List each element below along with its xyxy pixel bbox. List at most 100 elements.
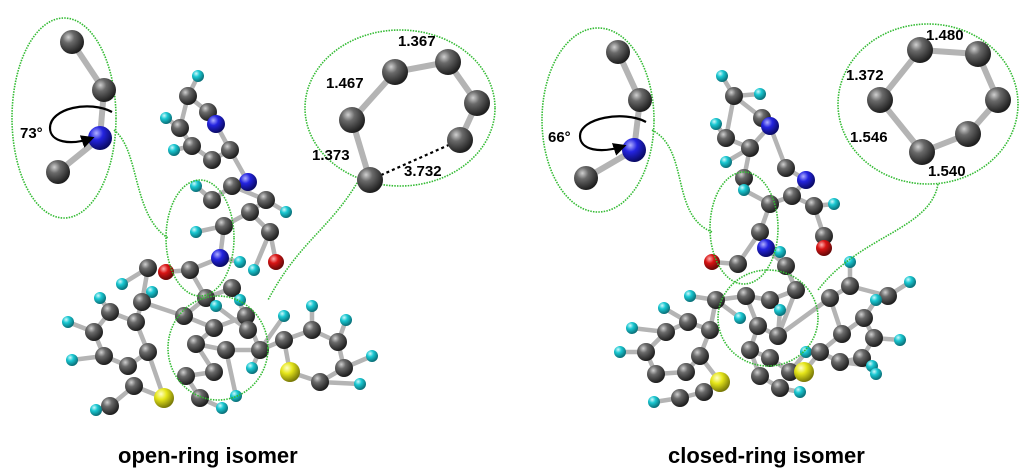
closed-ring-atom-6 [867,87,893,113]
closed-carbon-atom-60 [853,349,871,367]
open-carbon-atom-4 [221,141,239,159]
closed-carbon-atom-24 [777,257,795,275]
closed-carbon-atom-43 [677,363,695,381]
closed-hydrogen-atom-48 [648,396,660,408]
open-carbon-atom-55 [139,259,157,277]
open-carbon-atom-49 [125,377,143,395]
open-rotation-arrow-icon [48,105,113,148]
closed-bond-label-1: 1.480 [926,27,964,44]
closed-carbon-atom-41 [637,343,655,361]
closed-sulfur-atom-45 [710,372,730,392]
open-ring-inset: 1.367 1.467 1.373 3.732 [312,33,490,193]
closed-nitrogen-atom-4 [761,117,779,135]
closed-carbon-atom-59 [865,329,883,347]
closed-nitrogen-atom-11 [797,171,815,189]
open-carbon-atom-7 [171,119,189,137]
open-hydrogen-atom-0 [192,70,204,82]
closed-ring-inset: 1.480 1.372 1.546 1.540 [846,27,1011,180]
open-ring-atom-1 [382,59,408,85]
open-nitrogen-inset-ellipse [11,17,117,219]
open-carbon-atom-31 [187,335,205,353]
closed-carbon-atom-53 [707,291,725,309]
open-ring-atom-2 [435,49,461,75]
open-carbon-atom-28 [237,307,255,325]
closed-carbon-atom-29 [769,327,787,345]
closed-inset-carbon-2 [628,88,652,112]
closed-hydrogen-atom-22 [738,184,750,196]
closed-ring-atom-5 [909,139,935,165]
closed-sulfur-atom-55 [794,362,814,382]
closed-hydrogen-atom-16 [828,198,840,210]
open-carbon-atom-33 [251,341,269,359]
closed-carbon-atom-47 [671,389,689,407]
closed-carbon-atom-12 [783,187,801,205]
open-ring-atom-6 [357,167,383,193]
closed-carbon-atom-34 [771,379,789,397]
closed-inset-carbon-1 [606,40,630,64]
closed-hydrogen-atom-37 [794,386,806,398]
open-hydrogen-atom-51 [90,404,102,416]
closed-carbon-atom-30 [741,341,759,359]
open-carbon-atom-17 [261,223,279,241]
closed-connector-right [817,183,939,291]
closed-carbon-atom-39 [679,313,697,331]
closed-hydrogen-atom-36 [800,346,812,358]
closed-ring-atoms [614,70,916,408]
closed-carbon-atom-10 [777,159,795,177]
open-ring-atoms [62,70,378,416]
open-hydrogen-atom-8 [168,144,180,156]
closed-carbon-atom-42 [647,365,665,383]
open-connector-right [267,177,361,301]
open-ring-gap-line [369,138,461,182]
open-hydrogen-atom-23 [248,264,260,276]
open-carbon-atom-11 [223,177,241,195]
closed-carbon-atom-40 [657,323,675,341]
open-carbon-atom-6 [183,137,201,155]
closed-ring-atom-1 [907,37,933,63]
closed-carbon-atom-57 [833,325,851,343]
open-hydrogen-atom-56 [116,278,128,290]
closed-hydrogen-atom-50 [626,322,638,334]
closed-hydrogen-atom-35 [774,304,786,316]
open-nitrogen-atom-20 [211,249,229,267]
closed-hydrogen-atom-67 [844,256,856,268]
closed-carbon-atom-9 [735,169,753,187]
open-inset-carbon-2 [92,78,116,102]
open-hydrogen-atom-68 [234,294,246,306]
closed-carbon-atom-38 [701,321,719,339]
open-carbon-atom-46 [133,293,151,311]
open-carbon-atom-62 [311,373,329,391]
open-carbon-atom-14 [257,191,275,209]
open-hydrogen-atom-54 [94,292,106,304]
open-carbon-atom-60 [329,333,347,351]
open-connector-left [113,129,169,239]
closed-ring-atom-3 [985,87,1011,113]
open-hydrogen-atom-21 [190,226,202,238]
closed-torsion-angle: 66° [548,129,571,146]
open-hydrogen-atom-9 [160,112,172,124]
closed-carbon-atom-33 [751,367,769,385]
open-hydrogen-atom-70 [210,300,222,312]
open-carbon-atom-45 [127,313,145,331]
open-carbon-atom-40 [139,343,157,361]
closed-inset-carbon-3 [574,166,598,190]
closed-ring-atom-4 [955,121,981,147]
open-carbon-atom-27 [223,279,241,297]
closed-nitrogen-inset: 66° [548,40,652,190]
closed-carbon-atom-65 [841,277,859,295]
open-oxygen-atom-18 [268,254,284,270]
closed-hydrogen-atom-62 [870,294,882,306]
open-carbon-atom-59 [303,321,321,339]
open-carbon-atom-34 [205,363,223,381]
closed-hydrogen-atom-64 [870,368,882,380]
open-nitrogen-site-ellipse [165,179,235,297]
open-hydrogen-atom-52 [66,354,78,366]
open-carbon-atom-29 [205,319,223,337]
closed-hydrogen-atom-23 [774,246,786,258]
closed-oxygen-atom-21 [704,254,720,270]
closed-bond-label-3: 1.546 [850,129,888,146]
closed-bond-label-4: 1.540 [928,163,966,180]
open-carbon-atom-19 [215,217,233,235]
closed-hydrogen-atom-49 [614,346,626,358]
closed-carbon-atom-58 [855,309,873,327]
